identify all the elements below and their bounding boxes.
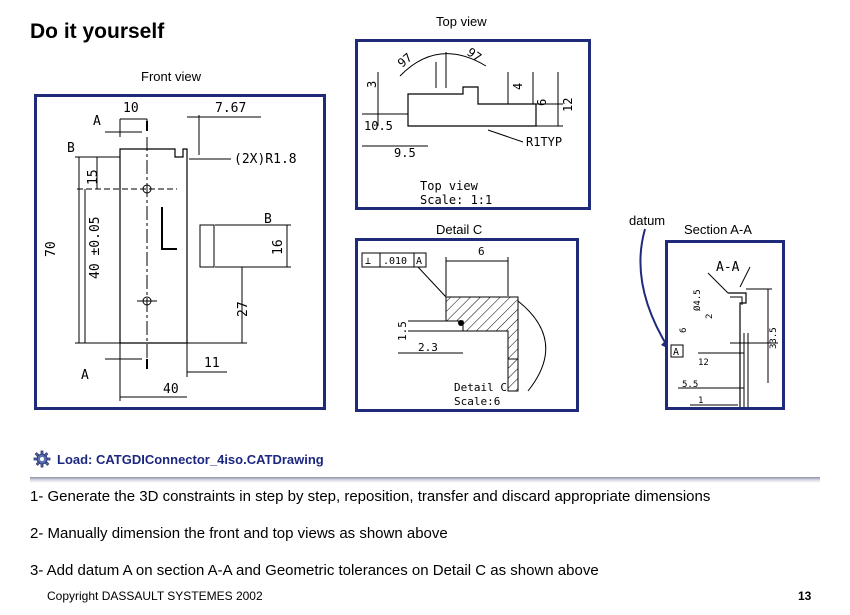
dim-16: 16 (271, 239, 286, 255)
detail-dim-6: 6 (478, 245, 485, 258)
section-dim-1: 1 (698, 396, 703, 406)
top-view-frame: 97 97 3 4 6 12 10.5 9.5 R1TYP Top view S… (355, 39, 591, 210)
dim-10: 10 (123, 101, 139, 116)
section-dim-12: 12 (698, 358, 709, 368)
detail-dim-2-3: 2.3 (418, 341, 438, 354)
section-aa-drawing: A A-A Ø4.5 2 6 33.5 12 5.5 1 (670, 260, 779, 407)
front-view-frame: 10 7.67 (2X)R1.8 A B B A 15 70 40 ±0.05 … (34, 94, 326, 410)
detail-c-drawing: ⊥ .010 A 6 1.5 2.3 Detail C Scale:6 (361, 245, 547, 408)
dim-97-right: 97 (464, 45, 484, 65)
section-heading: A-A (716, 260, 740, 275)
detail-c-note-scale: Scale:6 (454, 395, 500, 408)
section-dim-phi-4-5: Ø4.5 (692, 289, 703, 311)
section-aa-caption: Section A-A (684, 222, 752, 237)
section-dim-2: 2 (705, 314, 715, 319)
dim-40-tol: 40 ±0.05 (88, 216, 103, 279)
dim-70: 70 (44, 241, 59, 257)
copyright: Copyright DASSAULT SYSTEMES 2002 (47, 589, 263, 603)
section-dim-33-5: 33.5 (769, 327, 779, 349)
front-view-drawing: 10 7.67 (2X)R1.8 A B B A 15 70 40 ±0.05 … (44, 101, 297, 401)
label-a-top: A (93, 114, 101, 129)
dim-12: 12 (561, 98, 575, 112)
detail-dim-1-5: 1.5 (396, 321, 409, 341)
label-a-bottom: A (81, 368, 89, 383)
datum-caption: datum (629, 213, 666, 228)
dim-r1-typ: R1TYP (526, 135, 562, 149)
detail-c-frame: ⊥ .010 A 6 1.5 2.3 Detail C Scale:6 (355, 238, 579, 412)
section-dim-6: 6 (679, 328, 689, 333)
label-b-right: B (264, 212, 272, 227)
dim-40: 40 (163, 382, 179, 397)
dim-10-5: 10.5 (364, 119, 393, 133)
top-view-note-name: Top view (420, 179, 479, 193)
tolerance-symbol: ⊥ (365, 256, 371, 267)
step-1: 1- Generate the 3D constraints in step b… (30, 488, 711, 505)
step-3: 3- Add datum A on section A-A and Geomet… (30, 562, 599, 579)
datum-a-box (670, 344, 684, 358)
dim-7-67: 7.67 (215, 101, 246, 116)
detail-c-note-name: Detail C (454, 381, 507, 394)
slide-title: Do it yourself (30, 20, 165, 43)
load-file-text: Load: CATGDIConnector_4iso.CATDrawing (57, 451, 324, 467)
dim-6: 6 (535, 99, 549, 106)
dim-4: 4 (511, 83, 525, 90)
step-2: 2- Manually dimension the front and top … (30, 525, 448, 542)
tolerance-value: .010 (383, 256, 407, 267)
top-view-drawing: 97 97 3 4 6 12 10.5 9.5 R1TYP Top view S… (362, 45, 575, 207)
dim-97-left: 97 (395, 50, 415, 70)
dim-2x-r1-8: (2X)R1.8 (234, 152, 297, 167)
section-aa-frame: A A-A Ø4.5 2 6 33.5 12 5.5 1 (665, 240, 785, 410)
label-b-left: B (67, 141, 75, 156)
tolerance-datum: A (416, 256, 422, 267)
gear-icon (33, 450, 51, 468)
datum-a-letter: A (673, 347, 679, 358)
dim-27: 27 (236, 301, 251, 317)
top-view-caption: Top view (436, 14, 487, 29)
dim-3: 3 (365, 81, 379, 88)
load-line[interactable]: Load: CATGDIConnector_4iso.CATDrawing (33, 450, 324, 468)
top-view-note-scale: Scale: 1:1 (420, 193, 492, 207)
dim-11: 11 (204, 356, 220, 371)
section-dim-5-5: 5.5 (682, 380, 698, 390)
dim-9-5: 9.5 (394, 146, 416, 160)
separator-bar (30, 477, 820, 483)
page-number: 13 (798, 589, 812, 603)
tolerance-frame (361, 252, 427, 268)
dim-15: 15 (86, 169, 101, 185)
detail-c-caption: Detail C (436, 222, 483, 237)
front-view-caption: Front view (141, 69, 201, 84)
